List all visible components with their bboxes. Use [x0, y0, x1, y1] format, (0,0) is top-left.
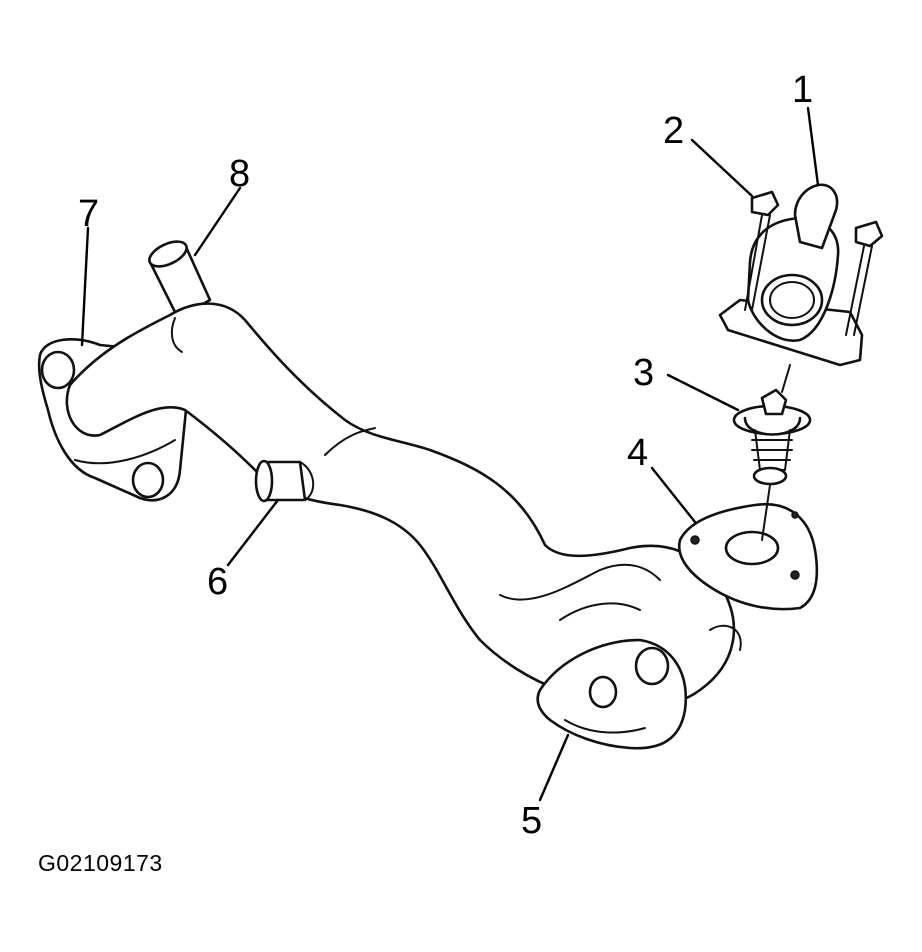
callout-6: 6 [207, 561, 228, 603]
exploded-view-alignment-lines [761, 364, 791, 541]
callout-labels: 1 2 3 4 5 6 7 8 [78, 69, 813, 842]
leader-3 [666, 373, 740, 412]
figure-code: G02109173 [38, 850, 163, 876]
leader-5 [538, 733, 570, 802]
lower-flange-part-5 [536, 624, 742, 750]
bolt-right-part-2 [845, 220, 884, 336]
leader-4 [650, 466, 697, 524]
callout-7: 7 [78, 193, 99, 235]
thermostat-housing-flange-part-4 [677, 502, 819, 611]
callout-1: 1 [792, 69, 813, 111]
bolt-left-part-2 [744, 190, 780, 311]
leader-2 [690, 138, 754, 198]
leader-8 [193, 186, 242, 257]
leader-6 [226, 498, 280, 567]
thermostat-part-3 [732, 388, 812, 486]
callout-3: 3 [633, 352, 654, 394]
leader-1 [806, 106, 820, 187]
callout-leaders [80, 106, 820, 802]
callout-4: 4 [627, 432, 648, 474]
side-pipe-stub-part-6 [254, 459, 315, 503]
callout-2: 2 [663, 110, 684, 152]
callout-8: 8 [229, 153, 250, 195]
main-coolant-pipe [65, 302, 736, 708]
leader-7 [80, 226, 90, 347]
thermostat-cover-part-1 [718, 183, 864, 367]
callout-5: 5 [521, 800, 542, 842]
upper-pipe-stub-part-8 [148, 240, 212, 320]
